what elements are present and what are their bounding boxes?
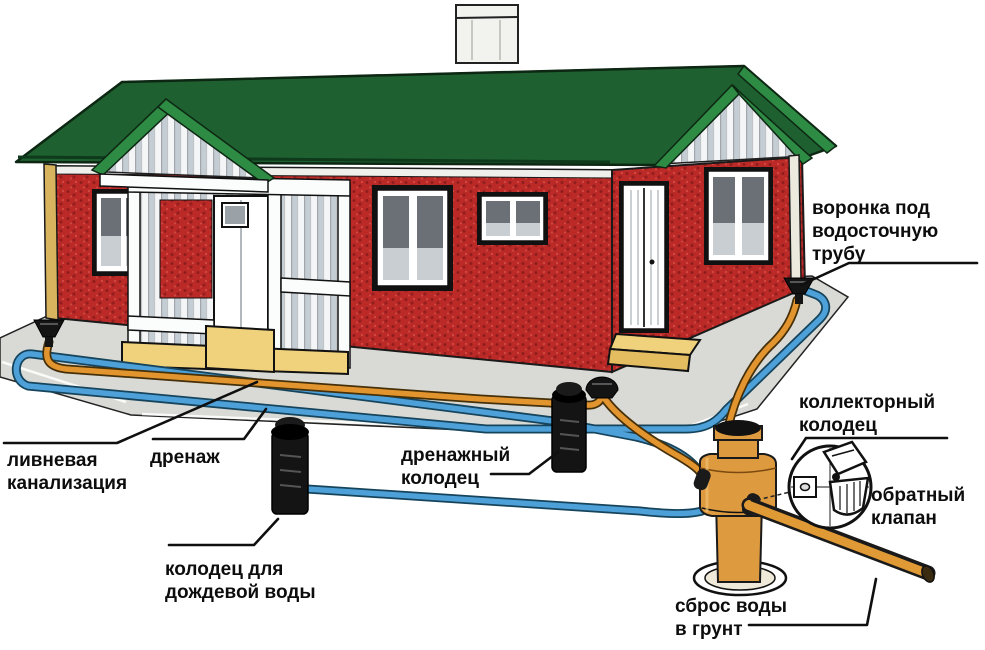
label-collector-well: коллекторный колодец [799, 392, 936, 436]
downspout-left [43, 163, 59, 321]
front-door [619, 181, 669, 333]
house [14, 4, 838, 376]
window-2 [372, 185, 453, 291]
leader-drainage-well [489, 450, 560, 476]
leader-ground-discharge [747, 577, 878, 627]
gable-siding [652, 83, 814, 169]
leader-collector-well [790, 436, 949, 461]
label-check-valve: обратный клапан [871, 485, 966, 529]
label-storm-sewer: ливневая канализация [7, 450, 128, 494]
leader-storm-sewer [2, 380, 259, 445]
leader-rainwater-well [167, 517, 280, 547]
label-ground-discharge: сброс воды в грунт [675, 596, 787, 640]
funnel-left-icon [33, 319, 65, 347]
label-rainwater-well: колодец для дождевой воды [165, 559, 316, 603]
downspout-right [788, 154, 802, 282]
discharge-pipe [741, 497, 936, 583]
window-4 [704, 167, 773, 265]
label-drainage: дренаж [150, 447, 220, 468]
leader-lines [2, 261, 979, 627]
check-valve-detail [756, 440, 873, 530]
drainage-well [551, 382, 587, 473]
chimney [455, 4, 519, 64]
porch-gable-roof [90, 97, 276, 193]
porch-door [213, 195, 269, 335]
leader-drainage [151, 407, 268, 441]
rainwater-well [271, 417, 309, 515]
check-valve-icon [793, 440, 870, 516]
label-gutter-funnel: воронка под водосточную трубу [812, 198, 939, 265]
porch [121, 175, 351, 376]
leader-gutter-funnel [799, 261, 979, 287]
door-steps [606, 332, 702, 373]
funnel-door-icon [585, 376, 619, 399]
label-drainage-well: дренажный колодец [401, 445, 511, 489]
window-3 [477, 192, 548, 245]
